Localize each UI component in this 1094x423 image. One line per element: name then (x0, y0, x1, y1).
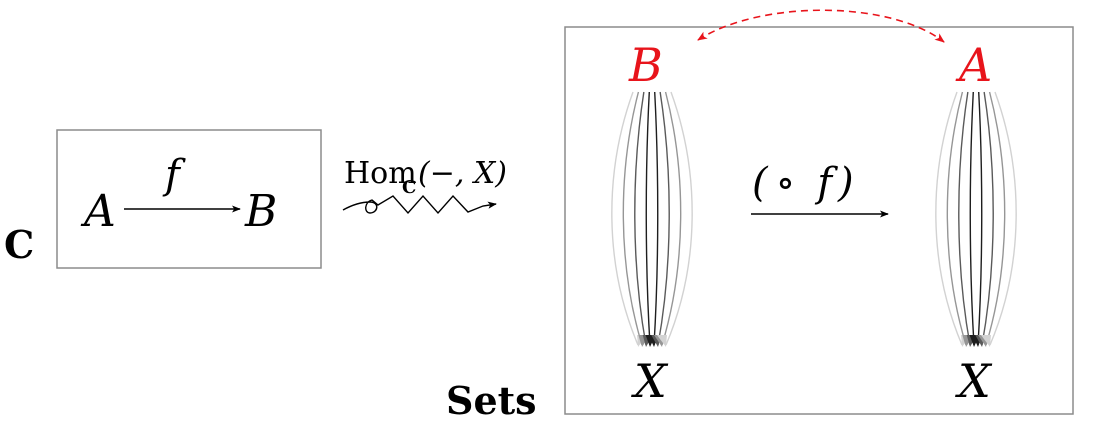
right-morphism-line-3 (958, 91, 971, 346)
hom-set-target-x-right: X (955, 354, 993, 408)
right-morphism-line-8 (989, 91, 1017, 346)
left-morphism-line-2 (622, 91, 643, 346)
functor-label: Hom C (−, X) (344, 156, 507, 198)
left-morphism-line-6 (657, 91, 670, 346)
right-arrow-bundle (935, 91, 1017, 347)
hom-set-source-a: A (955, 38, 992, 92)
sets-box (564, 26, 1074, 415)
left-morphism-line-4 (645, 91, 651, 346)
left-morphism-head-8 (656, 335, 667, 347)
right-morphism-line-4 (969, 91, 975, 346)
sets-label: Sets (446, 378, 537, 423)
left-arrow-bundle (611, 91, 693, 347)
left-morphism-line-7 (661, 91, 682, 346)
left-morphism-line-8 (665, 91, 693, 346)
left-morphism-line-1 (611, 91, 639, 346)
right-morphism-head-8 (980, 335, 991, 347)
right-morphism-line-7 (985, 91, 1006, 346)
category-box (56, 129, 322, 269)
left-morphism-line-5 (653, 91, 659, 346)
object-a-label: A (80, 186, 116, 237)
left-morphism-line-3 (634, 91, 647, 346)
contravariance-dashed-arrow (697, 9, 945, 43)
hom-set-target-x-left: X (631, 354, 669, 408)
right-morphism-line-5 (977, 91, 983, 346)
precompose-label: (∘f) (752, 160, 854, 206)
hom-arguments: (−, X) (418, 156, 507, 191)
hom-set-source-b: B (628, 38, 663, 92)
right-morphism-line-2 (946, 91, 967, 346)
morphism-f-label: f (162, 152, 186, 198)
functor-squiggle-arrow (342, 194, 497, 215)
right-morphism-line-1 (935, 91, 963, 346)
object-b-label: B (244, 186, 277, 237)
category-label: C (4, 222, 34, 267)
right-morphism-line-6 (981, 91, 994, 346)
hom-text: Hom (344, 156, 417, 191)
hom-subscript: C (402, 177, 416, 198)
